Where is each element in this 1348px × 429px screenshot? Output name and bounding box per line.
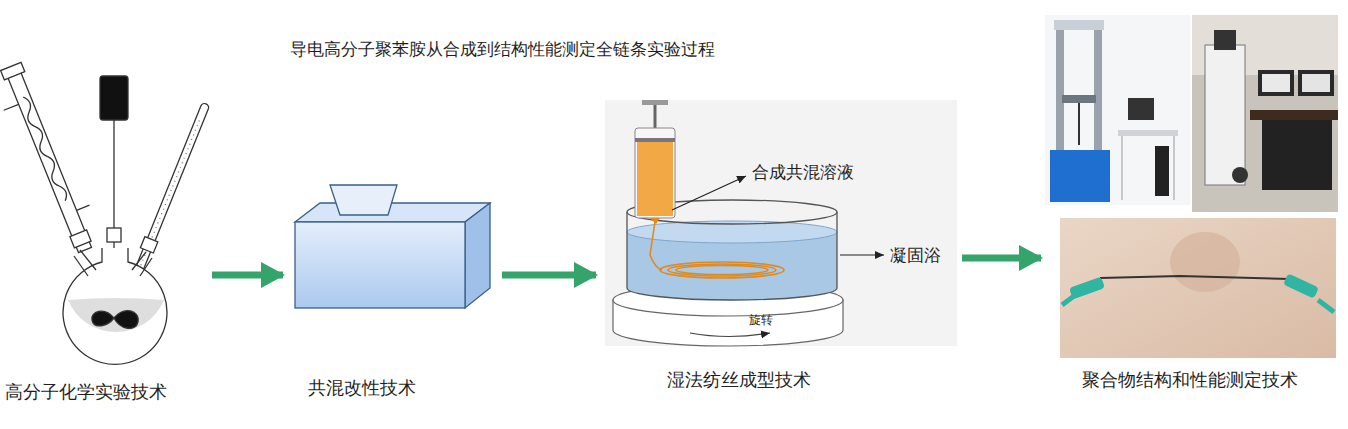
tensile-tester-photo-part <box>1054 20 1104 30</box>
tensile-tester-photo-part <box>1122 136 1123 200</box>
microscope-photo <box>1192 15 1338 212</box>
leader-line <box>840 254 884 255</box>
stage-caption: 共混改性技术 <box>308 376 416 400</box>
wearable-sensor-photo-part <box>1100 276 1290 279</box>
tensile-tester-photo-part <box>1056 22 1064 152</box>
extruder <box>295 185 490 308</box>
tensile-tester-photo-part <box>1045 15 1190 205</box>
microscope-photo-part <box>1298 70 1334 96</box>
wearable-sensor-photo-part <box>1283 273 1319 298</box>
stage-caption: 高分子化学实验技术 <box>5 380 167 404</box>
thermometer-part <box>132 121 199 288</box>
flask-apparatus-part <box>107 228 121 242</box>
flask-side-neck-left <box>74 250 96 276</box>
callout-label: 合成共混溶液 <box>752 161 854 183</box>
microscope-photo-part <box>1250 110 1338 120</box>
flask-apparatus <box>0 59 213 365</box>
microscope-photo-part <box>1232 167 1248 183</box>
condenser <box>0 59 104 259</box>
microscope-photo-part <box>1192 15 1338 212</box>
syringe <box>635 100 675 224</box>
stage-panel: 高分子化学实验技术 <box>0 55 210 410</box>
tensile-tester-photo-part <box>1050 150 1110 202</box>
wearable-sensor-photo-part <box>1170 232 1240 292</box>
wearable-sensor-photo-part <box>1060 218 1336 358</box>
extruder-front <box>295 222 465 308</box>
stage-caption: 聚合物结构和性能测定技术 <box>1082 368 1298 392</box>
condenser-part <box>1 62 25 80</box>
microscope-photo-part <box>1302 74 1330 92</box>
microscope-photo-part <box>1214 30 1236 50</box>
syringe-part <box>642 100 668 105</box>
tensile-tester-photo <box>1045 15 1190 205</box>
flask-side-neck-right <box>132 252 152 276</box>
syringe-part <box>635 138 675 142</box>
stage-panel: 共混改性技术 <box>285 180 500 405</box>
tensile-tester-photo-part <box>1062 95 1096 103</box>
wet-spinning-setup <box>605 100 957 346</box>
beaker-wall <box>627 212 837 300</box>
flow-arrow <box>962 255 1041 262</box>
stage-caption: 湿法纺丝成型技术 <box>667 368 811 392</box>
fiber-coil-part <box>660 262 784 278</box>
tensile-tester-photo-part <box>1128 98 1154 120</box>
microscope-photo-part <box>1258 70 1294 96</box>
wearable-sensor-photo-part <box>1062 296 1074 305</box>
thermometer-part <box>140 237 157 253</box>
rotation-arrow <box>690 333 770 337</box>
extruder-top <box>295 203 490 222</box>
stirrer-blade <box>92 311 138 329</box>
diagram-title: 导电高分子聚苯胺从合成到结构性能测定全链条实验过程 <box>290 38 715 60</box>
tensile-tester-photo-part <box>1094 22 1102 152</box>
fiber-coil-part <box>668 264 776 276</box>
callout-label: 凝固浴 <box>890 244 941 266</box>
fiber-coil <box>650 222 784 278</box>
condenser-part <box>19 96 68 203</box>
microscope-photo-part <box>1262 120 1332 190</box>
extruder-side <box>465 203 490 308</box>
wearable-sensor-photo-part <box>1318 300 1334 312</box>
stirrer-motor <box>100 76 128 120</box>
microscope-photo-part <box>1205 45 1245 185</box>
condenser-part <box>77 205 90 210</box>
flow-arrow <box>502 272 596 279</box>
condenser-part <box>70 230 91 248</box>
syringe-part <box>650 218 660 224</box>
syringe-part <box>637 142 673 216</box>
tensile-tester-photo-part <box>1174 136 1175 200</box>
stage-panel: 聚合物结构和性能测定技术 <box>1043 10 1343 405</box>
condenser-part <box>4 104 19 110</box>
fiber-coil-part <box>676 266 768 275</box>
flask-liquid <box>68 298 164 332</box>
panel <box>605 100 957 346</box>
condenser-part <box>7 71 91 252</box>
microscope-photo-part <box>1262 74 1290 92</box>
flow-arrow <box>212 272 283 279</box>
callout-label: 旋转 <box>749 309 773 331</box>
tensile-tester-photo-part <box>1118 130 1178 136</box>
tensile-tester-photo-part <box>1078 103 1080 145</box>
tensile-tester-photo-part <box>1155 146 1169 196</box>
syringe-part <box>635 128 675 218</box>
flask-body <box>63 248 167 364</box>
wearable-sensor-photo-part <box>1069 277 1105 300</box>
fiber-coil-part <box>650 222 662 270</box>
leader-line <box>672 176 746 210</box>
wearable-sensor-photo <box>1060 218 1336 358</box>
extruder-hopper <box>330 185 397 215</box>
